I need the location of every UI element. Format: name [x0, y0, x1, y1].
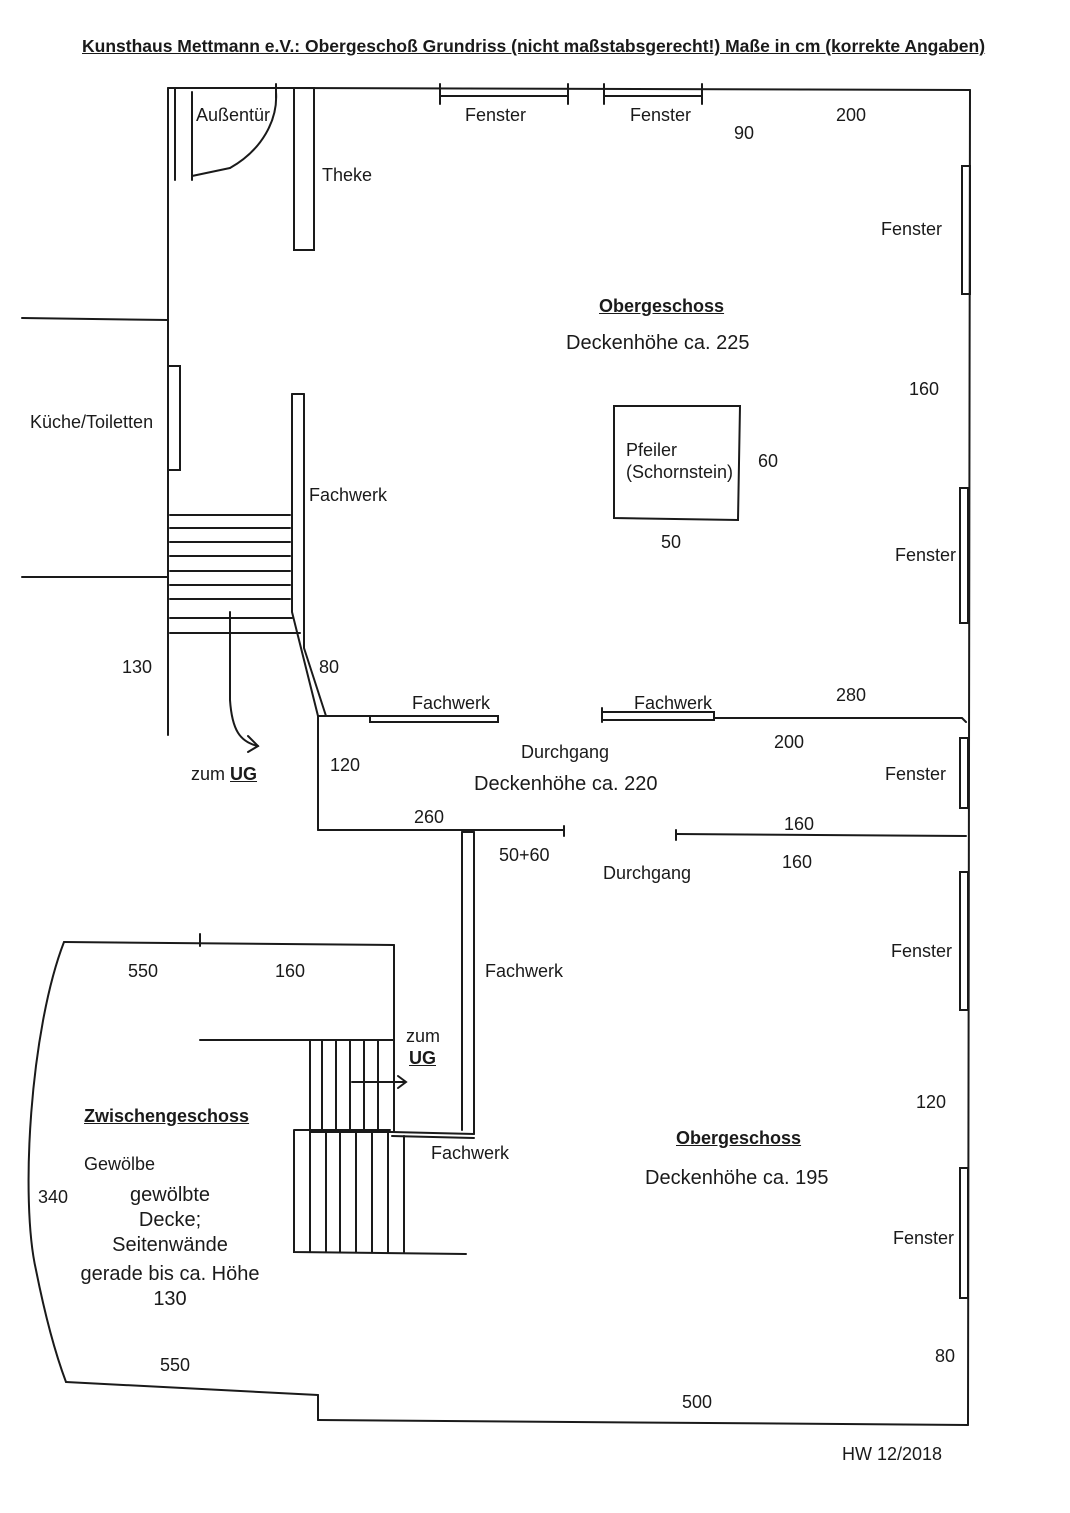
label-zum: zum	[191, 764, 226, 784]
zw-stair-upper	[309, 1039, 395, 1133]
label-kueche-toiletten: Küche/Toiletten	[30, 412, 154, 432]
label-durchgang-2: Durchgang	[603, 863, 692, 883]
zw-bottom-wall	[65, 1381, 319, 1396]
label-ug: UG	[230, 764, 258, 784]
dim-50-plus-60: 50+60	[499, 845, 550, 865]
label-theke: Theke	[322, 165, 373, 185]
label-fachwerk-left: Fachwerk	[412, 693, 491, 713]
label-fachwerk-bottom: Fachwerk	[431, 1143, 510, 1163]
ext-line-upper	[21, 317, 169, 321]
dim-550-top: 550	[128, 961, 159, 981]
label-pfeiler: Pfeiler	[626, 440, 678, 460]
dim-160-zw: 160	[275, 961, 306, 981]
window-right-1	[961, 165, 971, 295]
wall-bottom	[317, 1419, 969, 1426]
passage-top-wall-right	[713, 717, 967, 723]
dim-280: 280	[836, 685, 867, 705]
dim-120-right: 120	[916, 1092, 947, 1112]
theke-counter	[293, 87, 315, 251]
dim-120-passage: 120	[330, 755, 361, 775]
window-right-4	[959, 871, 969, 1011]
label-fachwerk-right: Fachwerk	[634, 693, 713, 713]
room-name-zwischengeschoss: Zwischengeschoss	[84, 1106, 250, 1126]
dim-90: 90	[734, 123, 755, 143]
dim-80-bottom: 80	[935, 1346, 956, 1366]
dim-50: 50	[661, 532, 682, 552]
door-swing	[229, 91, 278, 169]
zw-top-wall	[63, 941, 395, 946]
room-name-obergeschoss-top: Obergeschoss	[599, 296, 725, 316]
zw-desc-line-1: gewölbte	[130, 1184, 211, 1206]
signature: HW 12/2018	[842, 1444, 943, 1464]
fachwerk-stair-wall-left	[291, 393, 319, 717]
label-aussentuer: Außentür	[196, 105, 271, 125]
label-fenster-right-5: Fenster	[893, 1228, 955, 1248]
dim-130: 130	[122, 657, 153, 677]
room-name-obergeschoss-bottom: Obergeschoss	[676, 1128, 802, 1148]
wall-top	[291, 87, 971, 91]
ceiling-height-obergeschoss-bottom: Deckenhöhe ca. 195	[645, 1167, 829, 1189]
dim-200-top: 200	[836, 105, 867, 125]
dim-500: 500	[682, 1392, 713, 1412]
label-schornstein: (Schornstein)	[626, 462, 734, 482]
label-zum-ug: zum UG	[191, 765, 257, 783]
label-fenster-right-4: Fenster	[891, 941, 953, 961]
zw-desc-line-2: Decke;	[138, 1209, 202, 1231]
dim-200-mid: 200	[774, 732, 805, 752]
ceiling-height-obergeschoss-top: Deckenhöhe ca. 225	[566, 332, 750, 354]
label-fenster-top-1: Fenster	[465, 105, 527, 125]
fachwerk-stair-wall-right	[303, 393, 327, 717]
dim-160-b: 160	[782, 852, 813, 872]
zw-desc-line-5: 130	[153, 1288, 187, 1310]
dim-160-a: 160	[784, 814, 815, 834]
label-fachwerk-stair: Fachwerk	[309, 485, 388, 505]
label-zum-2: zum	[406, 1026, 441, 1046]
dim-60: 60	[758, 451, 779, 471]
dim-340: 340	[38, 1187, 69, 1207]
pfeiler-box	[613, 405, 742, 522]
fachwerk-bottom	[391, 1131, 475, 1135]
plan-title: Kunsthaus Mettmann e.V.: Obergeschoß Gru…	[82, 36, 986, 56]
label-fenster-right-2: Fenster	[895, 545, 957, 565]
window-right-3	[959, 737, 969, 809]
fachwerk-right	[601, 711, 715, 721]
label-ug-2: UG	[409, 1048, 436, 1068]
zw-desc-line-4: gerade bis ca. Höhe	[80, 1263, 260, 1285]
label-fenster-right-1: Fenster	[881, 219, 943, 239]
dim-260: 260	[414, 807, 445, 827]
label-fachwerk-vertical: Fachwerk	[485, 961, 564, 981]
passage-bottom-wall-right	[675, 833, 967, 837]
label-gewoelbe: Gewölbe	[84, 1154, 156, 1174]
window-right-5	[959, 1167, 969, 1299]
ceiling-height-durchgang: Deckenhöhe ca. 220	[474, 773, 658, 795]
dim-160-right: 160	[909, 379, 940, 399]
dim-80-stair: 80	[319, 657, 340, 677]
zw-desc-line-3: Seitenwände	[112, 1234, 228, 1256]
door-leaf	[191, 167, 231, 177]
fachwerk-left	[369, 715, 499, 723]
dim-550-bottom: 550	[160, 1355, 191, 1375]
room-name-durchgang: Durchgang	[521, 742, 610, 762]
label-fenster-right-3: Fenster	[885, 764, 947, 784]
zw-arc	[27, 941, 67, 1383]
arrow-zum-ug	[229, 611, 259, 747]
window-right-2	[959, 487, 969, 624]
kitchen-opening	[167, 365, 181, 471]
label-fenster-top-2: Fenster	[630, 105, 692, 125]
